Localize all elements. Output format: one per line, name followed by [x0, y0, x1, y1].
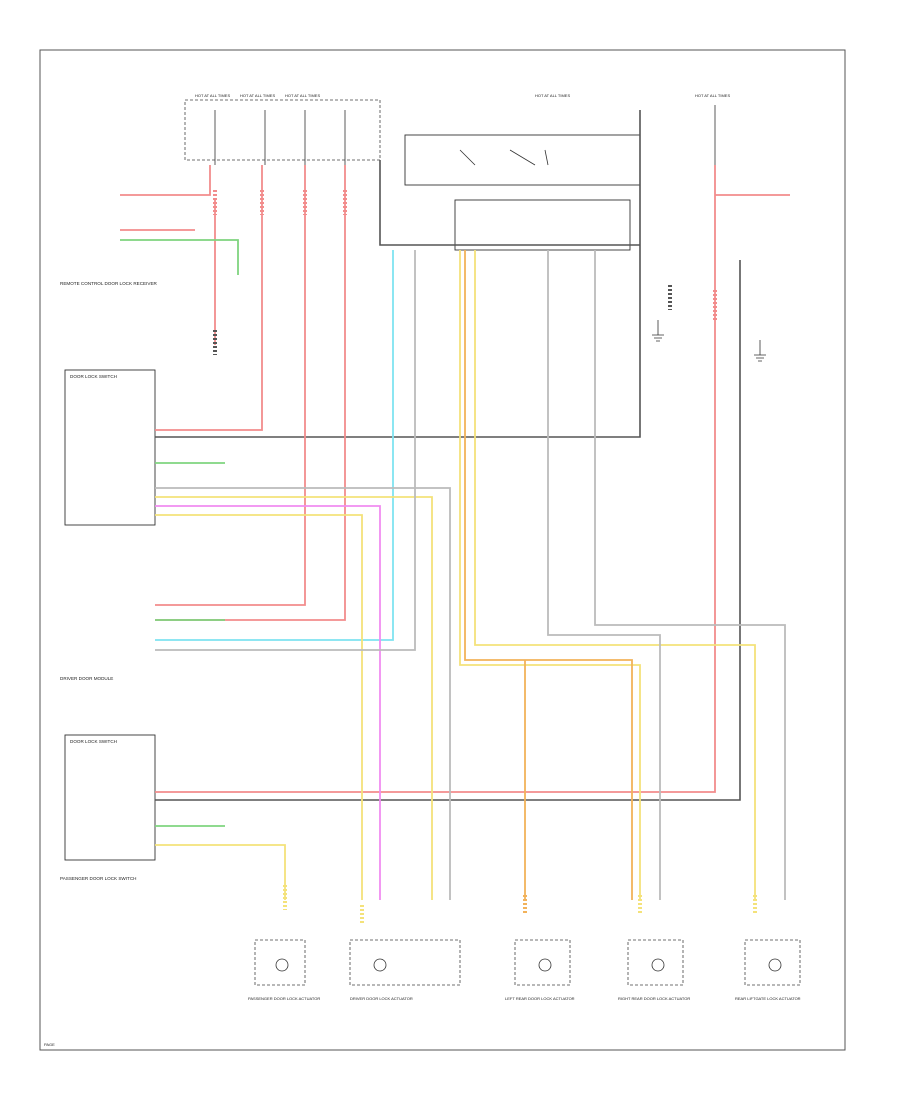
connectors	[213, 190, 757, 925]
black-bus-top	[379, 160, 640, 246]
actuator-box-1	[254, 939, 306, 986]
fuse-label-3: HOT AT ALL TIMES	[285, 93, 320, 98]
black-bus-lower	[155, 260, 741, 801]
fuse-label-4: HOT AT ALL TIMES	[535, 93, 570, 98]
red-wire-d	[155, 165, 306, 606]
motor-5	[768, 958, 782, 972]
relay-box	[404, 134, 641, 186]
fuse-label-1: HOT AT ALL TIMES	[195, 93, 230, 98]
black-bus-upper	[155, 110, 641, 438]
yellow-wire-c	[459, 250, 641, 900]
cyan-wire	[155, 250, 394, 641]
actuator-box-2	[349, 939, 461, 986]
yellow-wire-e	[155, 844, 286, 900]
driver-switch-box	[64, 369, 156, 526]
ground-symbol-1	[652, 320, 664, 342]
magenta-wire	[155, 505, 381, 900]
motor-3	[538, 958, 552, 972]
green-wire-a	[120, 239, 239, 275]
yellow-wire-a	[155, 496, 433, 900]
relay-lower-box	[454, 199, 631, 251]
gray-wire-d	[155, 250, 416, 651]
fuse-label-right: HOT AT ALL TIMES	[695, 93, 730, 98]
actuator-box-4	[627, 939, 684, 986]
motor-4	[651, 958, 665, 972]
fuse-block-outline	[184, 99, 381, 161]
footer-label: PAGE	[44, 1042, 55, 1047]
diagram-frame	[39, 49, 846, 1051]
actuator-label-1: PASSENGER DOOR LOCK ACTUATOR	[248, 996, 320, 1001]
actuator-label-3: LEFT REAR DOOR LOCK ACTUATOR	[505, 996, 575, 1001]
red-wire-a	[120, 165, 216, 345]
ground-symbol-2	[754, 340, 766, 362]
fuse-label-2: HOT AT ALL TIMES	[240, 93, 275, 98]
passenger-switch-box	[64, 734, 156, 861]
actuator-box-5	[744, 939, 801, 986]
passenger-switch-label: DOOR LOCK SWITCH	[70, 739, 117, 744]
gray-wire-b	[547, 250, 661, 900]
red-wires	[120, 165, 790, 793]
orange-wire-a	[464, 250, 633, 900]
fuse-feed-lines	[214, 105, 716, 165]
relay-switch-contacts	[459, 149, 549, 166]
red-wire-e	[155, 165, 716, 793]
passenger-door-switch-label: PASSENGER DOOR LOCK SWITCH	[60, 876, 137, 881]
gray-wire-c	[594, 250, 786, 900]
actuator-label-5: REAR LIFTGATE LOCK ACTUATOR	[735, 996, 801, 1001]
left-module-label: REMOTE CONTROL DOOR LOCK RECEIVER	[60, 281, 158, 286]
driver-switch-label: DOOR LOCK SWITCH	[70, 374, 117, 379]
gray-wire-a	[155, 487, 451, 900]
motor-1	[275, 958, 289, 972]
red-wire-g	[155, 165, 346, 621]
red-wire-c	[155, 165, 263, 431]
yellow-wire-d	[474, 250, 756, 900]
actuator-label-2: DRIVER DOOR LOCK ACTUATOR	[350, 996, 413, 1001]
driver-door-module-label: DRIVER DOOR MODULE	[60, 676, 113, 681]
yellow-wire-b	[155, 514, 363, 900]
actuator-box-3	[514, 939, 571, 986]
motor-symbols	[275, 958, 782, 972]
actuator-label-4: RIGHT REAR DOOR LOCK ACTUATOR	[618, 996, 690, 1001]
motor-2	[373, 958, 387, 972]
